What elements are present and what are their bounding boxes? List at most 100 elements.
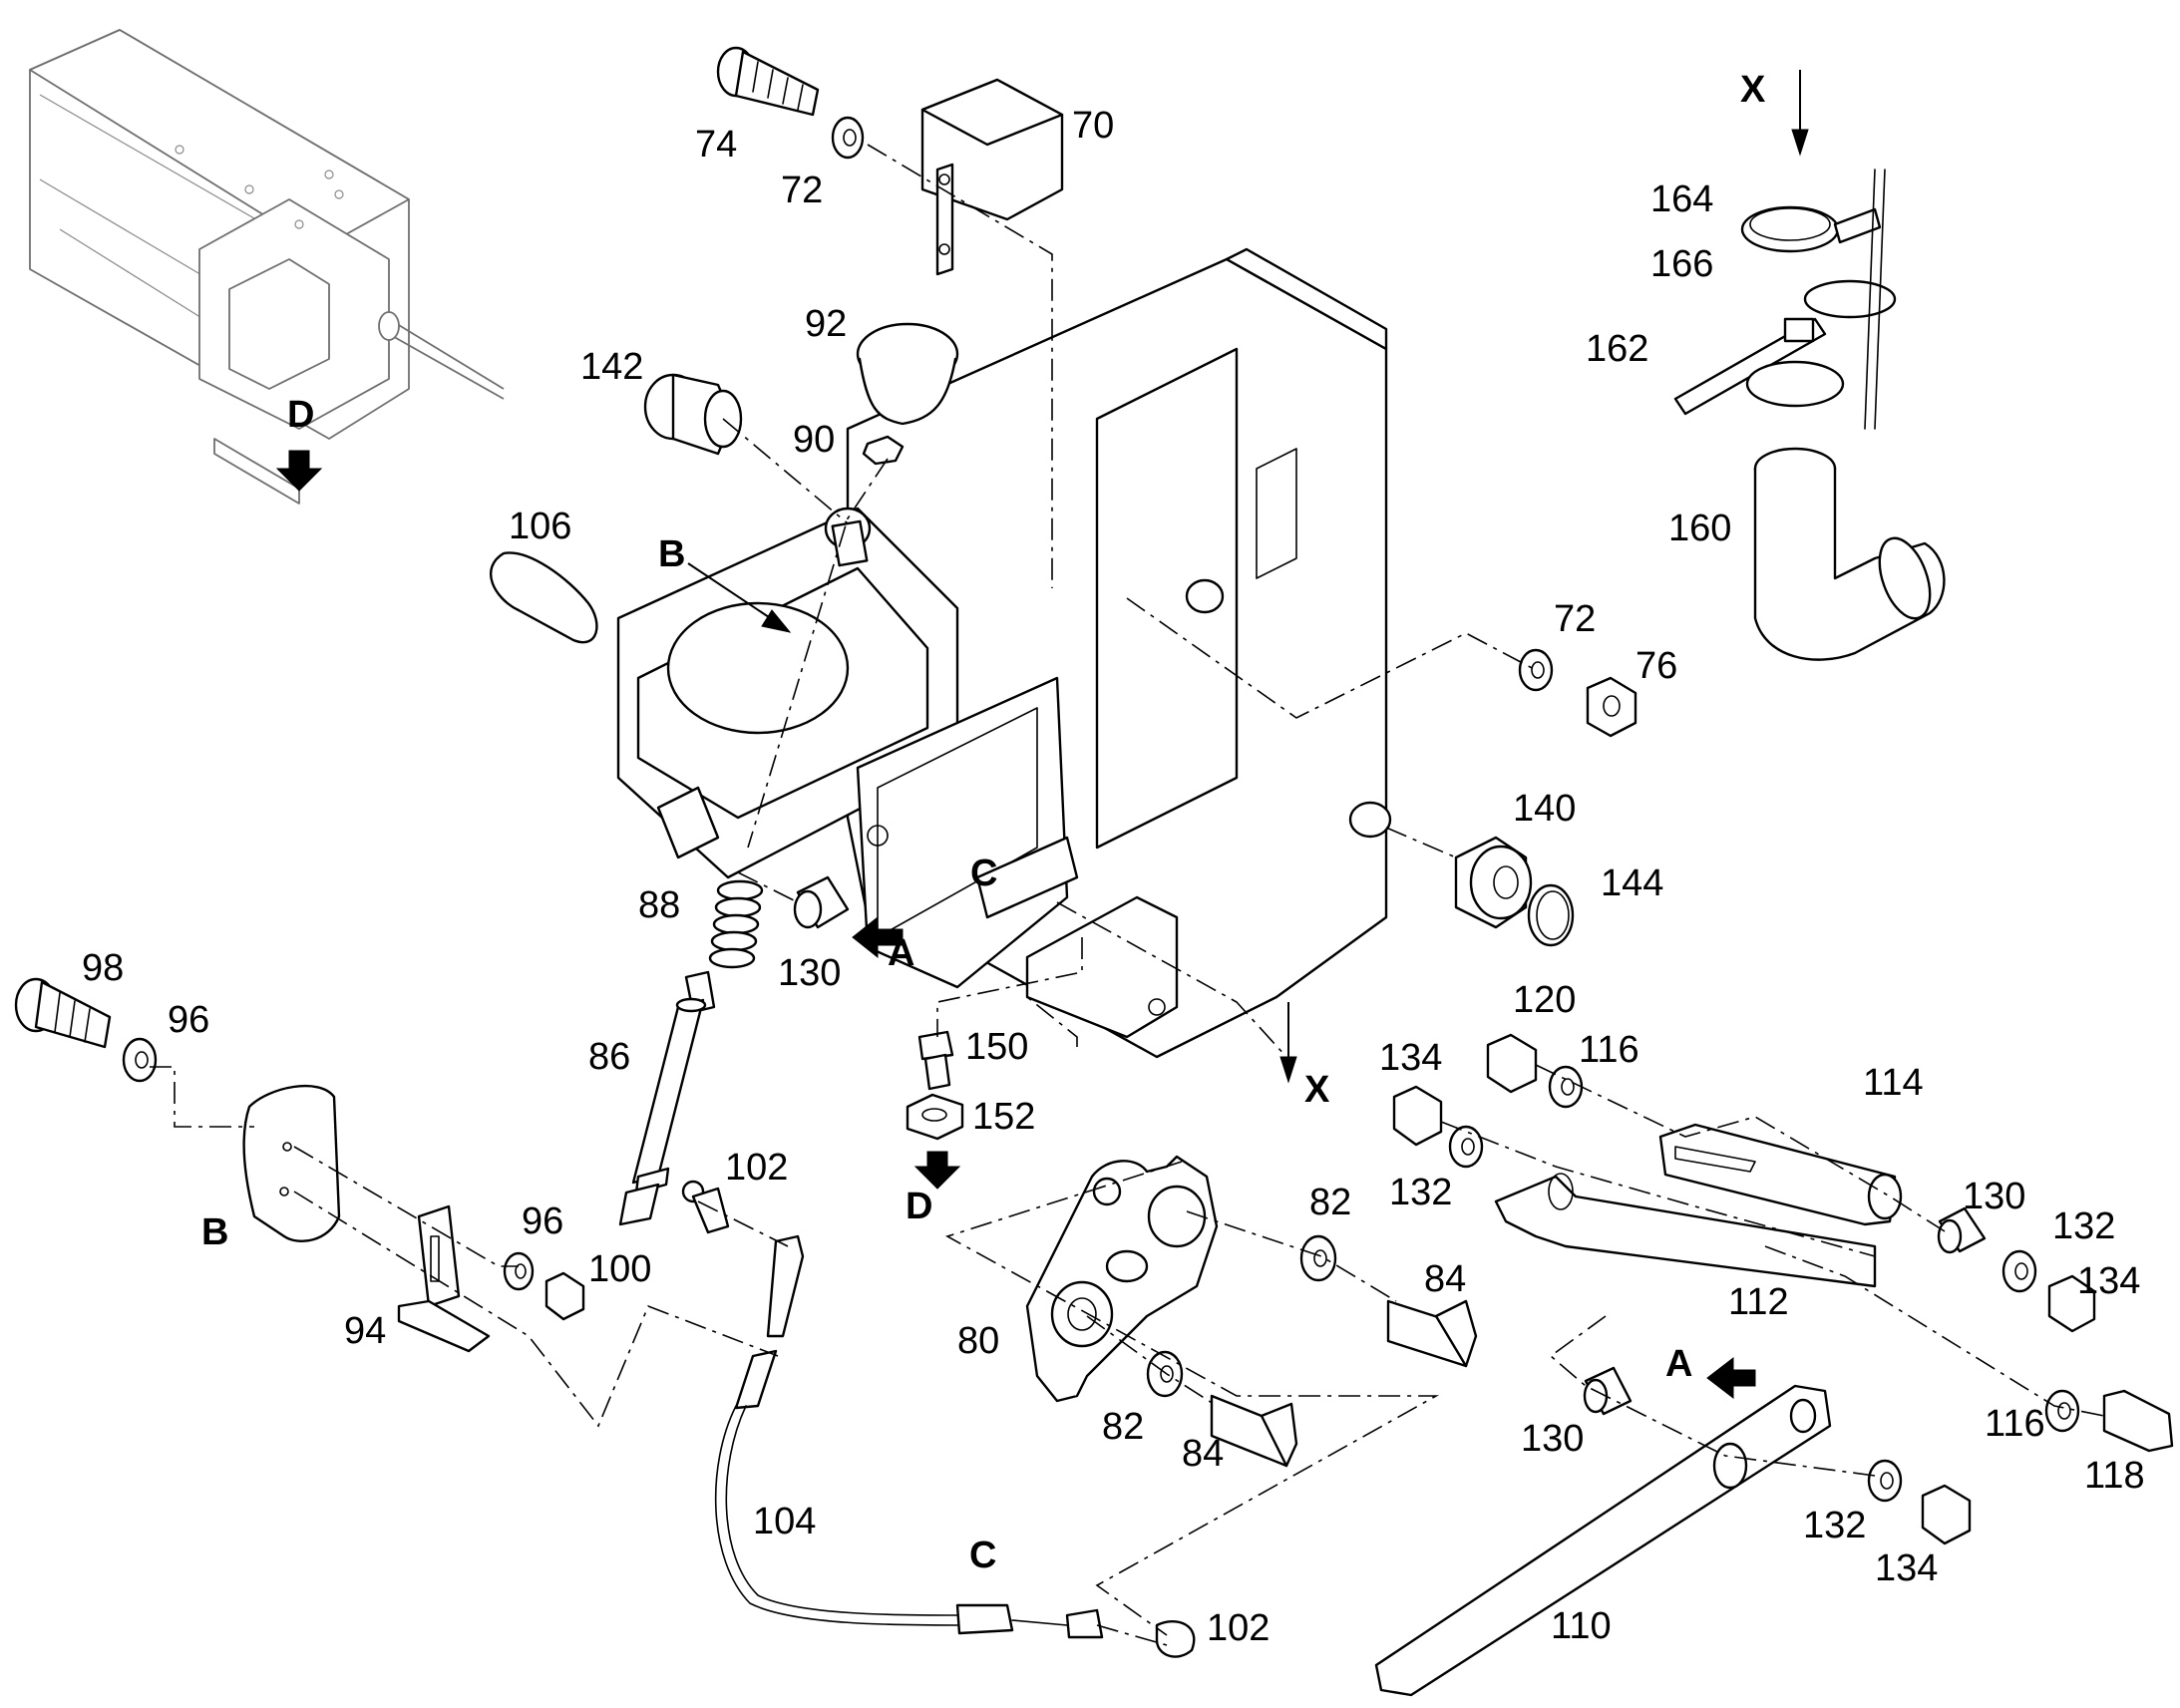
nut-100 [545,1271,585,1321]
bushing-142 [643,373,743,456]
circlip-144 [1527,883,1575,947]
stud-150 [917,1030,954,1091]
callout-134-bottom: 134 [1875,1547,1938,1589]
rod-86 [618,970,716,1226]
callout-110: 110 [1551,1605,1612,1647]
callout-118: 118 [2084,1455,2145,1497]
callout-134-upper: 134 [1379,1037,1442,1079]
callout-162: 162 [1586,328,1648,370]
nut-90 [862,435,905,466]
callout-96-right: 96 [522,1200,563,1242]
pedal-110 [1374,1384,1832,1697]
callout-142: 142 [580,346,643,388]
callout-labels: 74 72 70 92 142 90 106 164 166 162 160 7… [82,105,2145,1649]
view-arrow-x-mid [1279,1002,1297,1084]
callout-132-upper: 132 [1389,1172,1452,1213]
shaft-pin [831,519,869,567]
washer-132-bottom [1867,1459,1903,1503]
nut-76 [1586,676,1637,738]
callout-102-bottom: 102 [1207,1607,1270,1649]
clip-102-top [681,1180,730,1234]
view-label-d-bottom: D [906,1186,932,1227]
bushing-140 [1454,836,1533,929]
callout-130-right: 130 [1963,1176,2025,1217]
callout-80: 80 [957,1320,999,1362]
view-label-c-mid: C [970,853,997,894]
knob-92 [856,322,959,426]
callout-164: 164 [1650,178,1713,220]
nut-134-right [2047,1274,2096,1333]
link-112 [1494,1173,1877,1288]
callout-104: 104 [753,1501,816,1542]
callout-98: 98 [82,947,124,989]
washer-116-upper [1548,1065,1584,1109]
view-arrow-x-top [1791,70,1809,157]
view-arrow-b-head [761,609,792,633]
callout-82-lower: 82 [1102,1406,1144,1448]
callout-150: 150 [965,1026,1028,1068]
callout-140: 140 [1513,788,1576,830]
hose-clamp-164 [1740,205,1882,253]
callout-96-left: 96 [168,999,209,1041]
pedal-lever-80 [1025,1155,1219,1403]
washer-82-lower [1146,1350,1184,1398]
view-arrow-a-mid [852,915,904,959]
callout-114: 114 [1863,1062,1924,1104]
callout-132-bottom: 132 [1803,1505,1866,1546]
nut-120 [1486,1033,1538,1094]
callout-82-upper: 82 [1309,1182,1351,1223]
callout-100: 100 [588,1248,651,1290]
view-label-x-top: X [1740,69,1766,111]
callout-72-right: 72 [1554,598,1596,640]
callout-74: 74 [695,124,737,166]
spacer-130-top [793,875,850,929]
spacer-130-bottom [1583,1366,1633,1416]
view-arrow-a-right [1706,1356,1756,1400]
view-label-b-left: B [201,1211,228,1253]
link-114 [1658,1123,1903,1226]
callout-102-top: 102 [725,1147,788,1189]
callout-84-upper: 84 [1424,1258,1466,1300]
cable-104 [714,1234,1104,1639]
bolt-84-lower [1210,1394,1298,1468]
callout-130-top: 130 [778,952,841,994]
callout-90: 90 [793,419,835,461]
washer-132-upper [1448,1125,1484,1169]
washer-132-right [2001,1249,2037,1293]
solenoid-switch-70 [920,78,1064,276]
nut-134-bottom [1921,1484,1972,1545]
view-arrow-d-top [275,450,323,492]
bolt-74 [716,46,820,117]
view-label-a-mid: A [888,932,914,974]
callout-76: 76 [1635,645,1677,687]
callout-88: 88 [638,884,680,926]
nut-152 [906,1093,964,1141]
callout-84-lower: 84 [1182,1433,1224,1475]
callout-144: 144 [1601,862,1663,904]
view-label-d-top: D [287,394,314,436]
callout-134-right: 134 [2077,1260,2140,1302]
callout-152: 152 [972,1096,1035,1138]
callout-160: 160 [1668,508,1731,549]
callout-106: 106 [509,506,571,547]
view-label-x-mid: X [1304,1069,1330,1111]
callout-132-right: 132 [2052,1205,2115,1247]
plate-b [242,1084,341,1243]
bolt-98 [14,977,112,1049]
callout-130-bottom: 130 [1521,1418,1584,1460]
assembly-leader-lines [150,144,2105,1646]
bracket-94 [397,1204,491,1353]
washer-116-lower [2044,1389,2080,1433]
callout-120: 120 [1513,979,1576,1021]
hose-elbow-160 [1753,447,1946,661]
callout-116-lower: 116 [1985,1403,2045,1445]
pedal-bracket-housing [616,507,1079,989]
washer-82-upper [1299,1234,1337,1282]
callout-70: 70 [1072,105,1114,147]
washer-72-right [1518,648,1554,692]
view-arrow-d-bottom [913,1151,961,1190]
chassis-frame-ghost [29,29,505,505]
bolt-118 [2102,1389,2174,1453]
callout-166: 166 [1650,243,1713,285]
